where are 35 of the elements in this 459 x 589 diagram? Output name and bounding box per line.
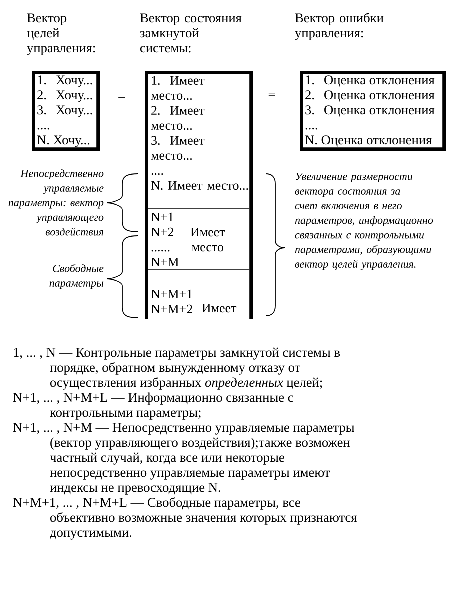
- list-item: N+1: [151, 212, 174, 222]
- column-heading: Вектор целей управления:: [27, 14, 96, 56]
- list-item: N+2: [151, 228, 174, 236]
- list-item: ....: [38, 128, 50, 130]
- list-item: N. Оценка отклонения: [305, 136, 432, 148]
- list-item: 2. Хочу...: [38, 90, 92, 102]
- list-item: 1. Хочу...: [38, 76, 92, 88]
- list-item: 3. Хочу...: [38, 106, 92, 118]
- list-item: Имеет место: [190, 228, 226, 252]
- list-item: Имеет: [202, 304, 237, 313]
- minus-sign: –: [118, 97, 126, 98]
- definition-text: N+1, ... , N+M+L — Информационно связанные с контрольными параметры;: [13, 392, 294, 420]
- column-heading: Вектор состояния замкнутой системы:: [140, 14, 242, 53]
- list-item: N+M: [151, 258, 179, 266]
- list-item: N. Имеет место...: [151, 181, 248, 190]
- equals-sign: =: [268, 92, 276, 96]
- definition-text: 1, ... , N — Контрольные параметры замкнутой системы в порядке, обратном вынужденному отказу от осуществления избранных определенных целей;: [14, 348, 340, 390]
- list-item: N. Хочу...: [37, 136, 90, 148]
- list-item: 2. Имеет место...: [151, 106, 205, 130]
- list-item: ....: [152, 174, 164, 176]
- list-item: N+M+2: [151, 304, 192, 314]
- brace-label: Свободные параметры: [50, 264, 104, 290]
- list-item: ....: [306, 128, 318, 130]
- list-item: N+M+1: [151, 290, 192, 298]
- column-heading: Вектор ошибки управления:: [295, 12, 384, 40]
- list-item: ......: [152, 250, 170, 252]
- list-item: 1. Имеет место...: [151, 76, 205, 100]
- list-item: 2. Оценка отклонения: [306, 90, 435, 102]
- list-item: 3. Оценка отклонения: [306, 106, 435, 118]
- definition-text: N+M+1, ... , N+M+L — Свободные параметры, все объективно возможные значения которых признаются допустимыми.: [13, 497, 358, 540]
- list-item: 3. Имеет место...: [151, 136, 205, 160]
- list-item: 1. Оценка отклонения: [306, 76, 435, 88]
- brace-label: Непосредственно управляемые параметры: вектор управляющего воздействия: [8, 170, 104, 236]
- definition-text: N+1, ... , N+M — Непосредственно управляемые параметры (вектор управляющего воздействия);также возможен частный случай, когда все или некоторые непосредственно управляемые параметры имеют индексы не превосходящие N.: [13, 423, 354, 495]
- brace-label: Увеличение размерности вектора состояния за счет включения в него параметров, информационно связанных с контрольными параметрами, образующими вектор целей управления.: [295, 173, 434, 270]
